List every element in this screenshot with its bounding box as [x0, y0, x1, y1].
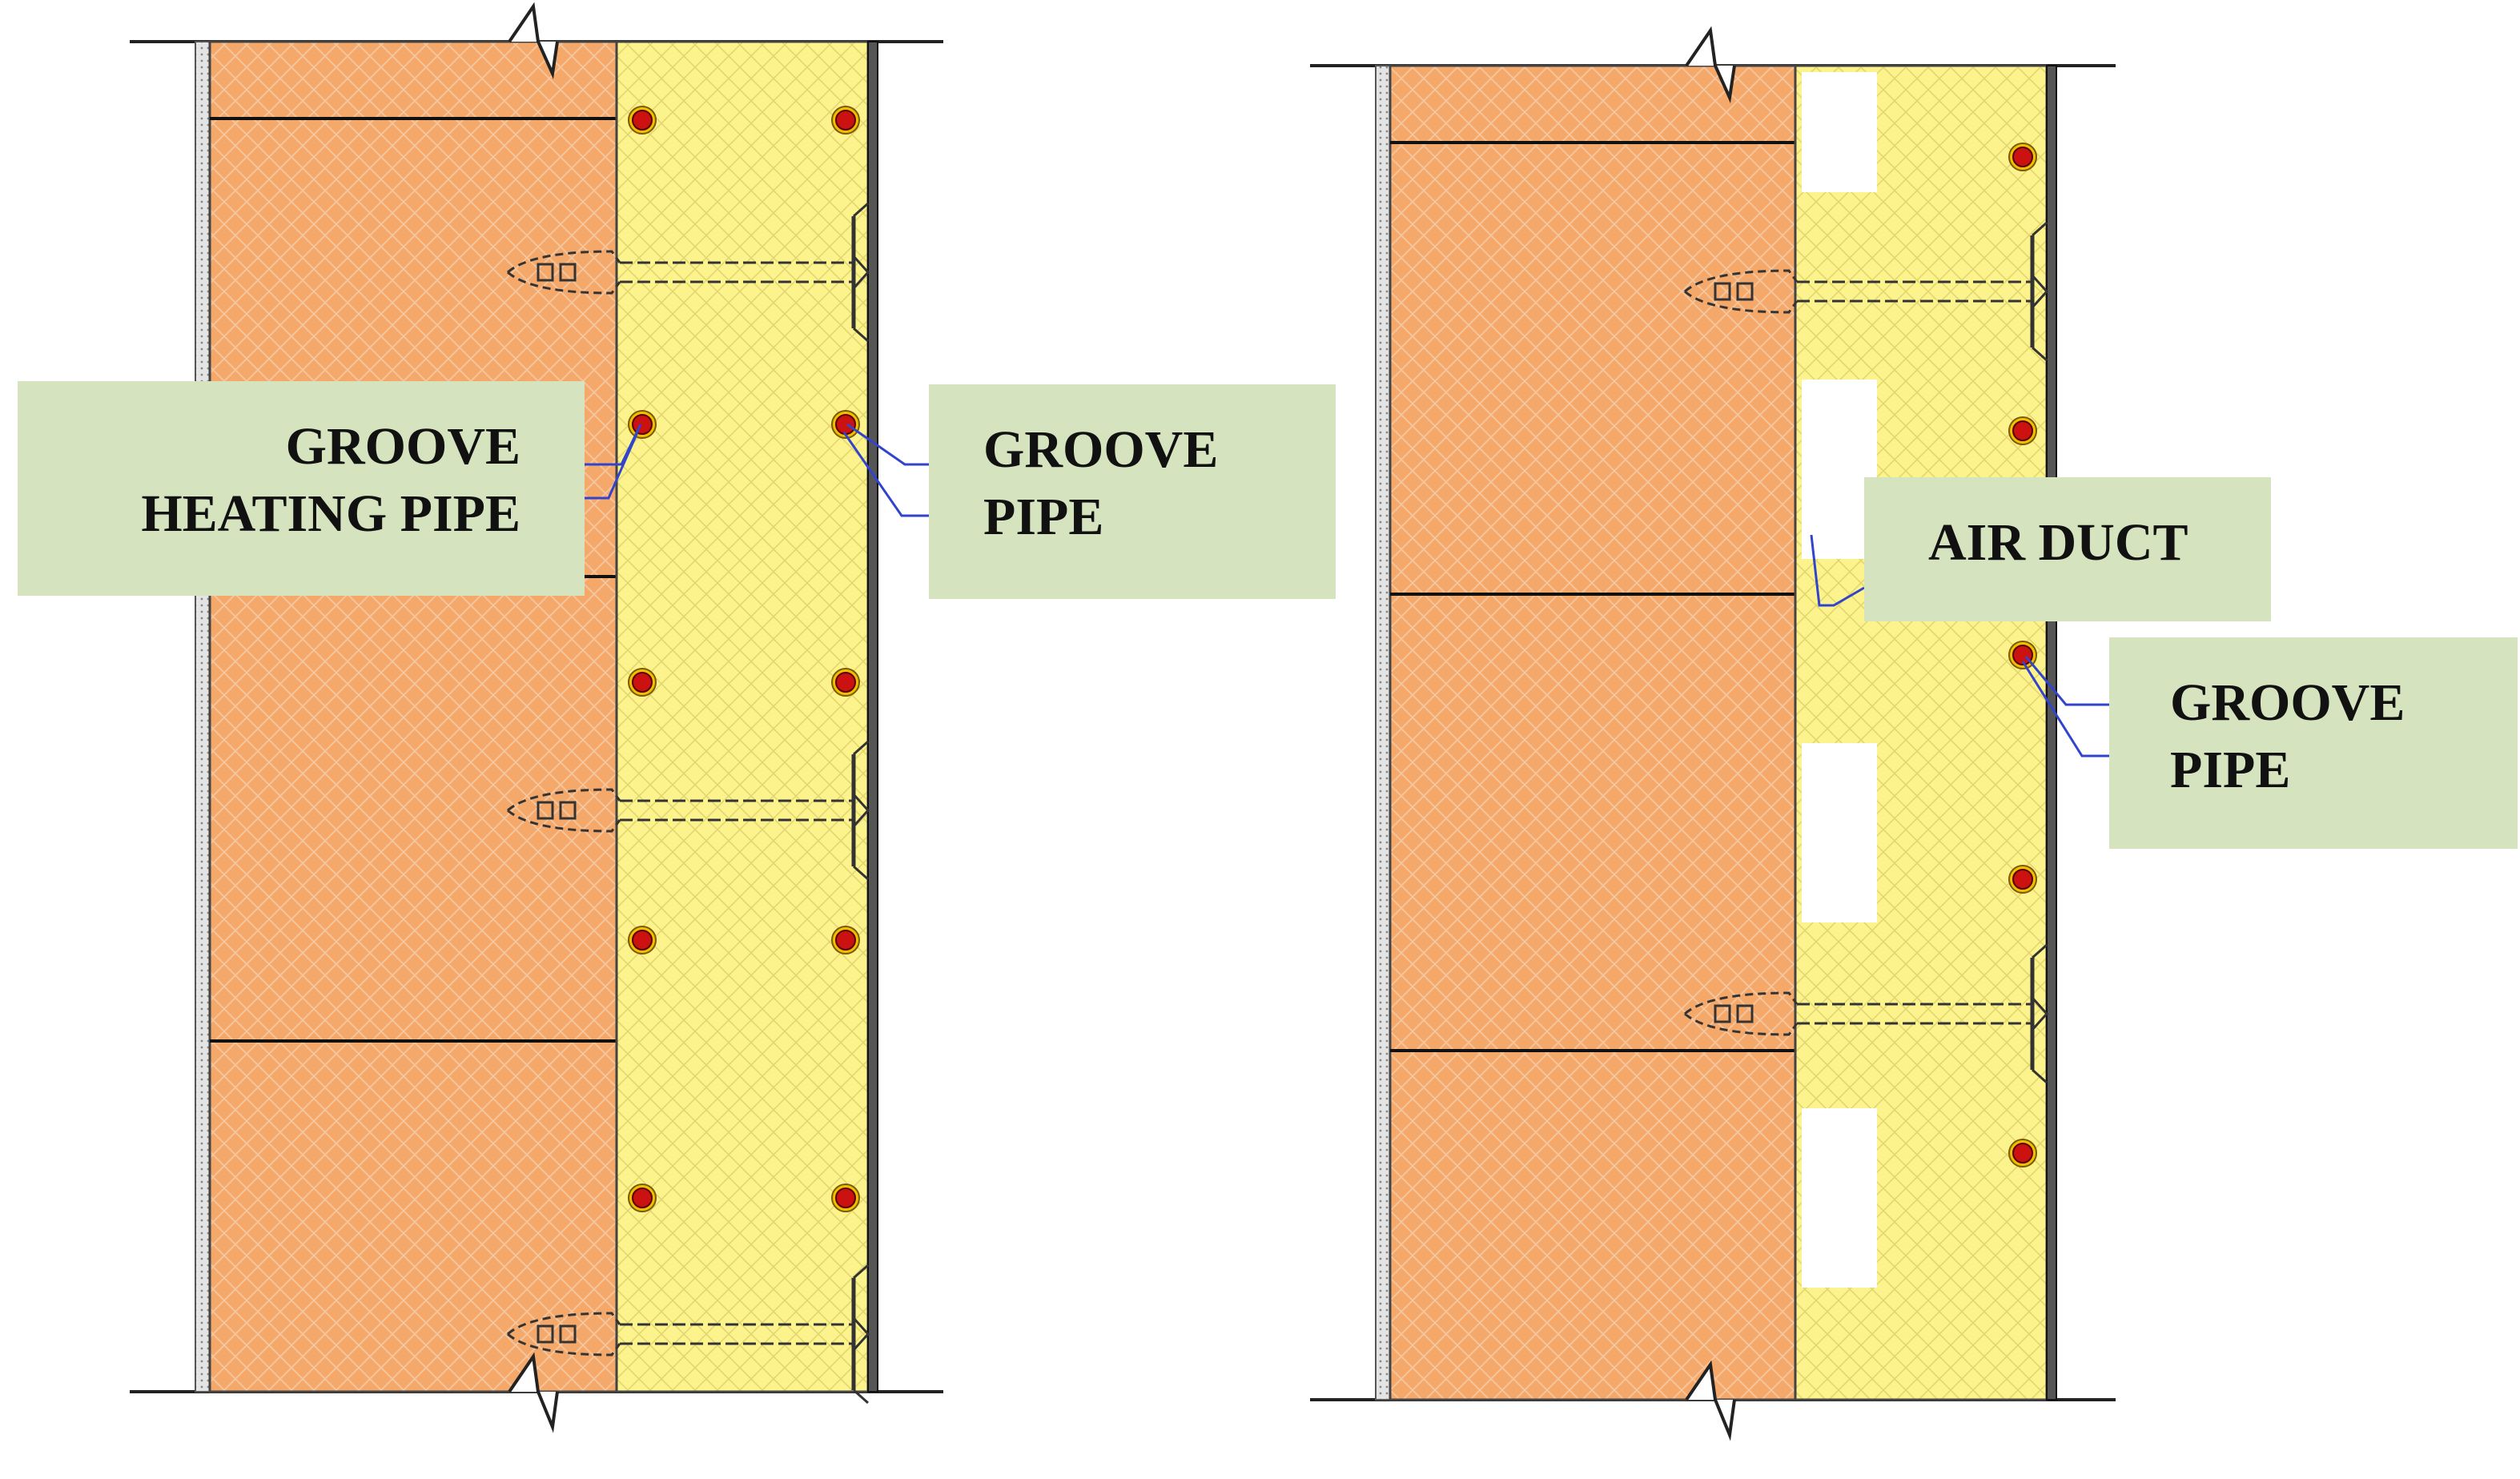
- leader-line-groove-pipe-left: [842, 432, 929, 517]
- anchor-head: [2031, 221, 2049, 362]
- left-wall-section: [130, 2, 943, 1433]
- masonry-layer: [208, 40, 618, 1393]
- anchor-plug: [507, 788, 621, 833]
- outer-render-layer: [2046, 65, 2057, 1401]
- wall-anchor: [1684, 221, 2049, 362]
- plaster-layer: [195, 41, 211, 1393]
- groove-pipe: [831, 1184, 860, 1212]
- insulation-layer: [615, 40, 870, 1393]
- anchor-plug-slot: [559, 801, 577, 820]
- groove-pipes: [628, 106, 2037, 1212]
- label-line: HEATING PIPE: [141, 484, 520, 543]
- label-groove-heating-pipe: GROOVE HEATING PIPE: [18, 381, 585, 596]
- anchor-plug-slot: [559, 1324, 577, 1344]
- masonry-layer: [1389, 64, 1797, 1401]
- groove-pipe: [2008, 1139, 2037, 1168]
- plaster-layer: [1375, 65, 1391, 1401]
- break-line-bottom: [508, 1352, 559, 1433]
- pipe-core: [632, 1188, 653, 1208]
- anchor-plug-slot: [559, 263, 577, 282]
- label-air-duct: AIR DUCT: [1864, 477, 2271, 621]
- pipe-core: [835, 672, 856, 693]
- anchor-plug: [1684, 269, 1799, 314]
- break-line-bottom: [1685, 1360, 1736, 1441]
- anchor-plug: [507, 1312, 621, 1356]
- label-line: GROOVE: [983, 420, 1219, 479]
- anchor-plug: [1684, 991, 1799, 1036]
- leader-line-groove-pipe-right: [2021, 661, 2109, 758]
- anchor-head: [2031, 943, 2049, 1084]
- pipe-core: [835, 110, 856, 131]
- pipe-core: [2012, 869, 2033, 890]
- groove-pipe: [628, 926, 657, 955]
- pipe-core: [835, 930, 856, 950]
- groove-pipe: [2008, 865, 2037, 894]
- groove-pipe: [628, 106, 657, 135]
- groove-pipe: [831, 926, 860, 955]
- pipe-core: [632, 110, 653, 131]
- air-duct: [1802, 1108, 1877, 1288]
- label-line: PIPE: [983, 488, 1104, 546]
- break-line-top: [1685, 26, 1736, 104]
- pipe-core: [835, 414, 856, 435]
- groove-pipe: [2008, 416, 2037, 445]
- groove-pipe: [628, 1184, 657, 1212]
- label-groove-pipe-left: GROOVE PIPE: [929, 384, 1336, 599]
- wall-anchor: [507, 202, 870, 343]
- groove-pipe: [831, 668, 860, 697]
- label-groove-pipe-right: GROOVE PIPE: [2109, 637, 2518, 849]
- groove-pipe: [831, 106, 860, 135]
- pipe-core: [2012, 420, 2033, 441]
- air-duct: [1802, 72, 1877, 192]
- leader-line-heating-pipe: [585, 432, 639, 500]
- label-line: GROOVE: [285, 417, 520, 476]
- label-line: AIR DUCT: [1928, 513, 2188, 572]
- wall-anchors: [507, 202, 2049, 1405]
- anchor-head: [852, 740, 870, 881]
- groove-pipe: [628, 410, 657, 439]
- right-wall-section: [1310, 26, 2116, 1441]
- leader-line-air-duct: [1810, 534, 1865, 607]
- pipe-core: [835, 1188, 856, 1208]
- label-line: PIPE: [2170, 741, 2291, 799]
- pipe-core: [632, 930, 653, 950]
- air-duct: [1802, 743, 1877, 922]
- anchor-head: [852, 1264, 870, 1405]
- leader-line-groove-pipe-left: [846, 423, 929, 466]
- groove-pipe: [628, 668, 657, 697]
- wall-anchor: [507, 740, 870, 881]
- wall-anchor: [507, 1264, 870, 1405]
- pipe-core: [632, 672, 653, 693]
- anchor-plug-slot: [1714, 1004, 1731, 1023]
- pipe-core: [2012, 1143, 2033, 1164]
- break-line-top: [508, 2, 559, 80]
- anchor-plug-slot: [1736, 282, 1754, 301]
- pipe-core: [632, 414, 653, 435]
- leader-lines: [585, 423, 2109, 758]
- wall-anchor: [1684, 943, 2049, 1084]
- leader-line-groove-pipe-right: [2024, 656, 2109, 706]
- anchor-plug: [507, 250, 621, 295]
- anchor-plug-slot: [1714, 282, 1731, 301]
- anchor-plug-slot: [537, 263, 554, 282]
- anchor-plug-slot: [537, 1324, 554, 1344]
- anchor-plug-slot: [537, 801, 554, 820]
- pipe-core: [2012, 147, 2033, 167]
- anchor-plug-slot: [1736, 1004, 1754, 1023]
- groove-pipe: [2008, 143, 2037, 171]
- anchor-head: [852, 202, 870, 343]
- outer-render-layer: [867, 41, 878, 1393]
- label-line: GROOVE: [2170, 673, 2405, 732]
